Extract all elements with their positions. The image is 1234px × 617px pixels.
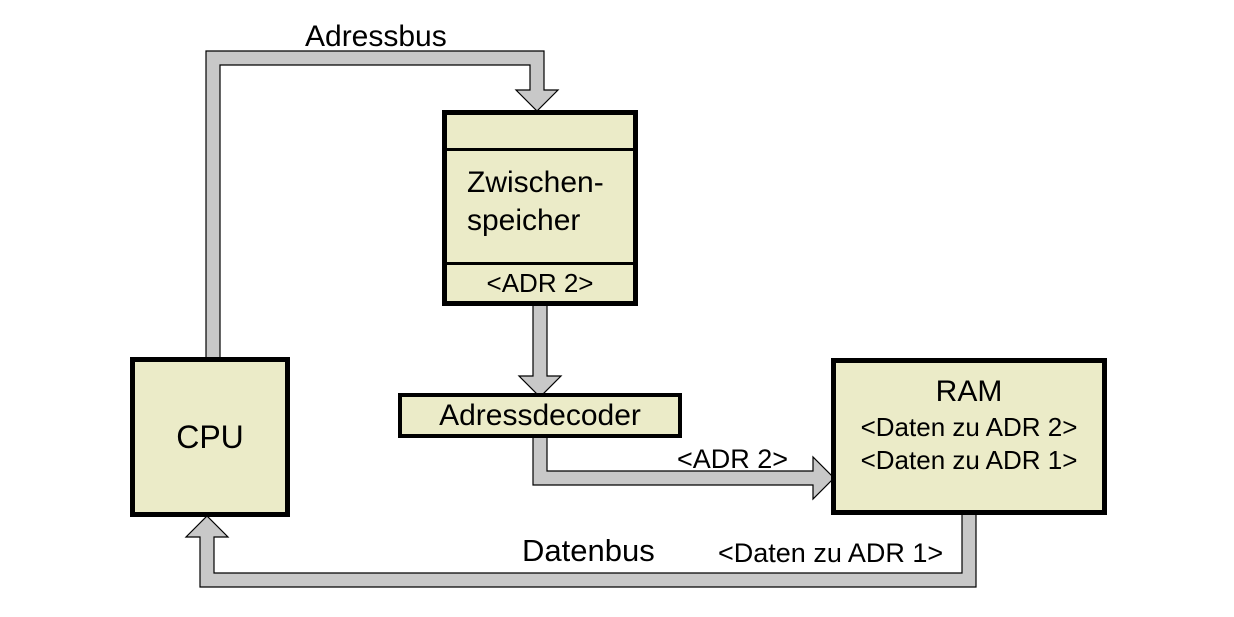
- adressdecoder-label: Adressdecoder: [439, 398, 641, 432]
- decoder-to-ram-arrow: [532, 432, 835, 501]
- adressbus-label: Adressbus: [305, 20, 447, 53]
- zwischenspeicher-label-line1: Zwischen-: [467, 166, 604, 199]
- zwischenspeicher-label-line2: speicher: [467, 204, 581, 237]
- daten-zu-adr1-bus-label: <Daten zu ADR 1>: [718, 538, 944, 568]
- zwischenspeicher-empty-slot: [447, 115, 633, 151]
- zwischenspeicher-label: Zwischen- speicher: [447, 151, 633, 265]
- datenbus-label: Datenbus: [522, 533, 655, 568]
- cpu-box: CPU: [130, 357, 290, 517]
- ram-data-row-adr2: <Daten zu ADR 2>: [860, 412, 1078, 442]
- ram-data-row-adr1: <Daten zu ADR 1>: [860, 445, 1078, 475]
- cpu-label: CPU: [176, 418, 244, 455]
- buffer-to-decoder-arrow: [517, 299, 563, 398]
- adressdecoder-box: Adressdecoder: [398, 393, 682, 438]
- address-bus-arrow: [205, 50, 560, 361]
- ram-box: RAM <Daten zu ADR 2> <Daten zu ADR 1>: [831, 358, 1107, 515]
- zwischenspeicher-box: Zwischen- speicher <ADR 2>: [442, 110, 638, 306]
- adr2-bus-label: <ADR 2>: [677, 444, 789, 474]
- zwischenspeicher-register-value: <ADR 2>: [486, 267, 594, 298]
- data-bus-arrow: [184, 511, 977, 588]
- ram-title: RAM: [935, 375, 1003, 408]
